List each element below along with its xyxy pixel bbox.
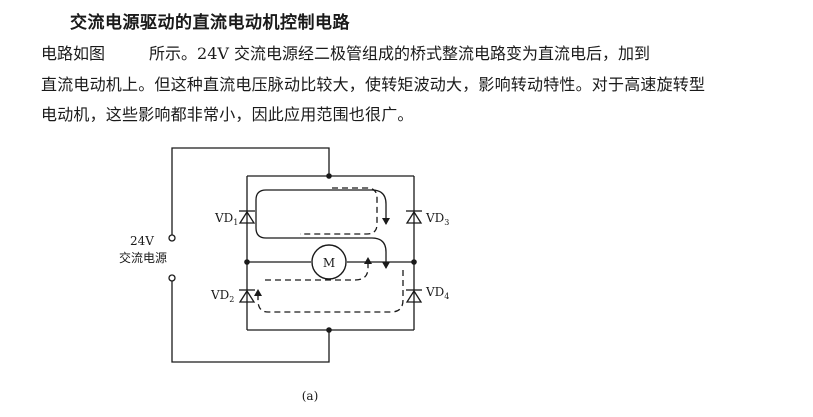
current-path-dashed-lower: [254, 270, 404, 313]
motor-symbol: [311, 244, 347, 280]
paragraph-line-2: 直流电动机上。但这种直流电压脉动比较大，使转矩波动大，影响转动特性。对于高速旋转…: [41, 75, 706, 94]
paragraph-line-1: 电路如图 所示。24V 交流电源经二极管组成的桥式整流电路变为直流电后，加到: [41, 40, 650, 64]
diode-vd4: [405, 289, 423, 303]
current-path-dashed-mid: [265, 257, 372, 281]
source-type-label: 交流电源: [119, 250, 167, 265]
diode-vd3-label-sub: 3: [444, 218, 449, 227]
paragraph-line-1-rest: 所示。24V 交流电源经二极管组成的桥式整流电路变为直流电后，加到: [149, 44, 651, 63]
current-path-dashed: [300, 187, 378, 235]
diode-vd4-label-sub: 4: [444, 292, 449, 301]
diode-vd4-label: VD4: [425, 285, 449, 301]
document-title: 交流电源驱动的直流电动机控制电路: [70, 13, 350, 33]
diode-vd2: [238, 289, 256, 303]
diode-vd1: [238, 210, 256, 224]
junction-dots: [244, 173, 417, 333]
diode-vd3: [405, 210, 423, 224]
figure-caption: (a): [302, 389, 319, 403]
diode-vd4-label-name: VD: [425, 285, 444, 299]
supply-wiring: [171, 147, 330, 363]
source-terminals: [168, 234, 176, 282]
diode-vd3-label-name: VD: [425, 211, 444, 225]
current-path-solid-top: [330, 189, 390, 225]
paragraph-line-3: 电动机，这些影响都非常小，因此应用范围也很广。: [41, 105, 414, 124]
current-path-solid: [255, 189, 390, 269]
diode-vd1-label: VD1: [214, 211, 238, 227]
diode-vd3-label: VD3: [425, 211, 449, 227]
diode-vd2-label-name: VD: [210, 288, 229, 302]
motor-label: M: [323, 256, 335, 270]
diode-vd1-label-sub: 1: [233, 218, 238, 227]
diode-vd1-label-name: VD: [214, 211, 233, 225]
source-voltage-label: 24V: [130, 234, 154, 248]
diode-vd2-label-sub: 2: [229, 295, 234, 304]
paragraph-line-1-start: 电路如图: [41, 44, 106, 63]
diode-vd2-label: VD2: [210, 288, 234, 304]
